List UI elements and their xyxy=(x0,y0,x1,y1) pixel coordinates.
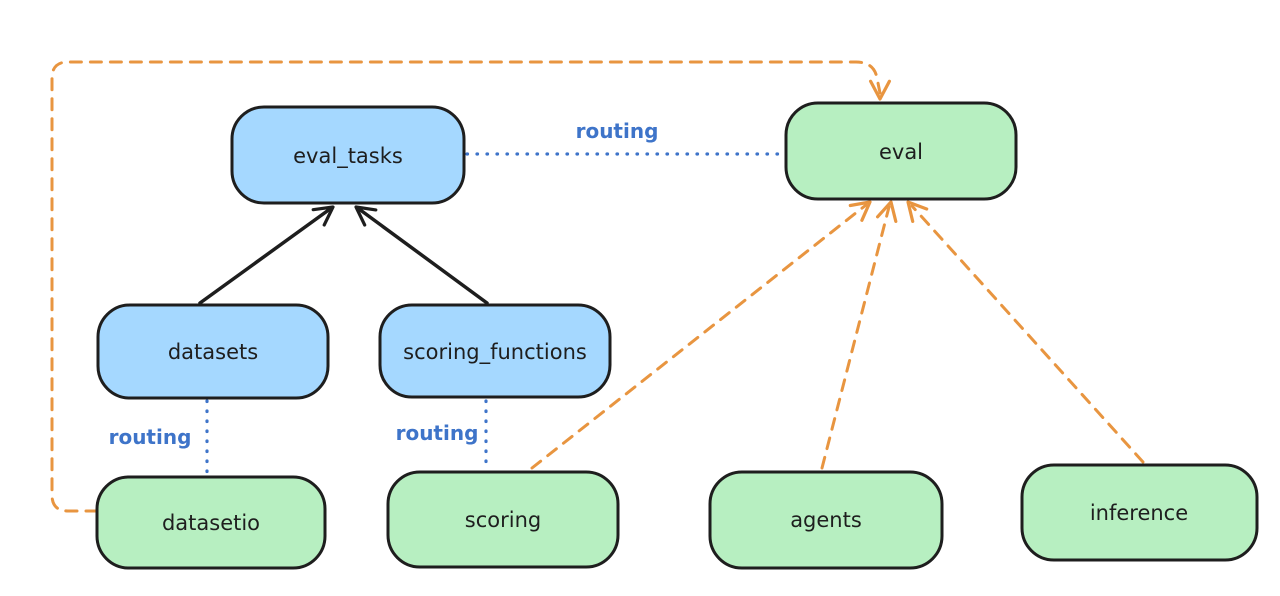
node-eval-tasks-box xyxy=(230,105,466,205)
node-eval-box xyxy=(784,101,1018,201)
node-datasetio: datasetio xyxy=(95,475,327,570)
node-scoring-label: scoring xyxy=(465,508,541,532)
node-agents: agents xyxy=(708,470,944,570)
node-scoring-functions: scoring_functions xyxy=(378,303,612,399)
node-datasets-box xyxy=(96,303,330,400)
arrowhead-datasetio-to-eval xyxy=(868,79,892,101)
node-eval: eval xyxy=(784,101,1018,201)
edge-datasetio-to-eval xyxy=(50,60,882,513)
node-eval-tasks-label: eval_tasks xyxy=(293,144,403,169)
edge-agents-to-eval xyxy=(820,205,891,470)
node-scoring-functions-label: scoring_functions xyxy=(403,340,587,365)
node-datasets: datasets xyxy=(96,303,330,400)
node-inference-box xyxy=(1020,463,1259,562)
node-scoring-box xyxy=(386,470,620,569)
node-datasetio-label: datasetio xyxy=(162,511,260,535)
edge-label-routing-scoring: routing xyxy=(396,421,479,445)
node-inference-label: inference xyxy=(1090,501,1188,525)
node-eval-label: eval xyxy=(879,140,923,164)
node-scoring-functions-box xyxy=(378,303,612,399)
edge-label-routing-datasets: routing xyxy=(109,425,192,449)
edge-scoring-to-eval xyxy=(530,203,868,470)
node-agents-box xyxy=(708,470,944,570)
arrowhead-datasets-to-eval-tasks xyxy=(311,205,335,227)
edge-layer: routing routing routing xyxy=(50,60,1145,513)
node-inference: inference xyxy=(1020,463,1259,562)
arrowhead-agents-to-eval xyxy=(875,200,898,223)
node-datasets-label: datasets xyxy=(168,340,258,364)
arrowhead-scoring-to-eval xyxy=(848,200,872,222)
node-eval-tasks: eval_tasks xyxy=(230,105,466,205)
edge-inference-to-eval xyxy=(910,204,1145,464)
node-scoring: scoring xyxy=(386,470,620,569)
arrowhead-scoring-functions-to-eval-tasks xyxy=(354,205,378,227)
edge-label-routing-top: routing xyxy=(576,119,659,143)
node-datasetio-box xyxy=(95,475,327,570)
edge-scoring-functions-to-eval-tasks xyxy=(357,207,489,305)
node-layer: eval_tasks eval datasets scoring_functio… xyxy=(95,101,1259,570)
arrowhead-inference-to-eval xyxy=(906,200,929,223)
edge-datasets-to-eval-tasks xyxy=(198,207,332,305)
node-agents-label: agents xyxy=(790,508,862,532)
